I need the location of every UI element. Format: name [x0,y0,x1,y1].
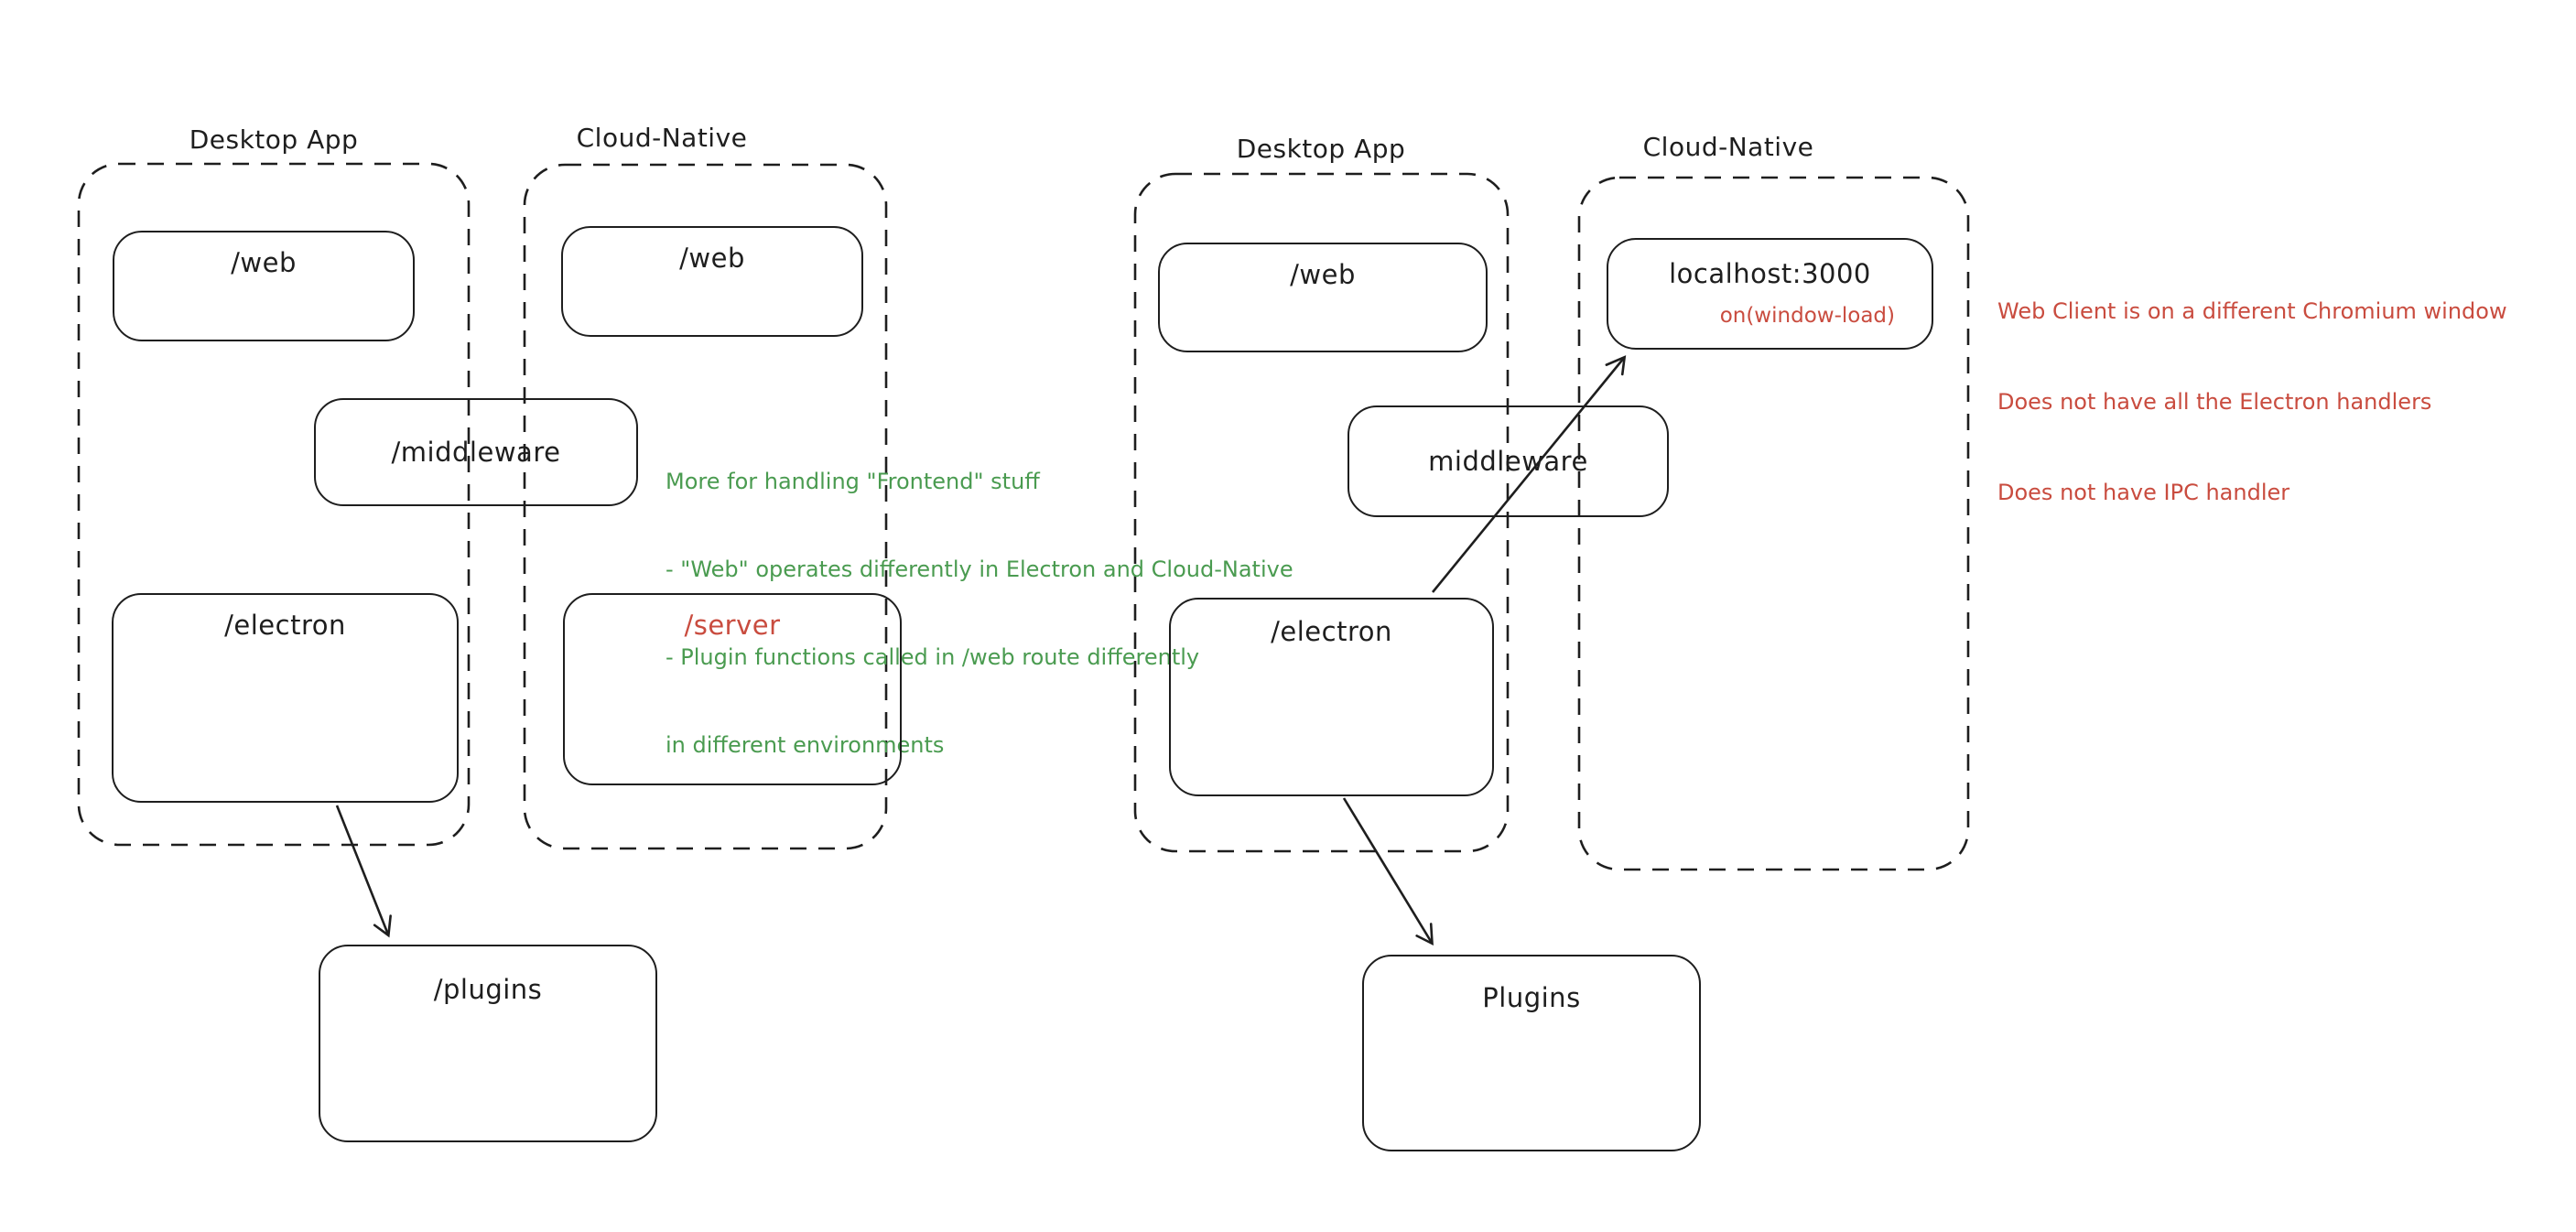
right-localhost-label: localhost:3000 [1669,258,1871,289]
right-plugins-label: Plugins [1482,982,1581,1013]
right-desktop-app-label: Desktop App [1236,134,1406,164]
left-plugins-label: /plugins [433,974,543,1005]
right-cloud-native-label: Cloud-Native [1642,132,1814,162]
left-electron-box: /electron [112,593,459,803]
green-note: More for handling "Frontend" stuff - "We… [666,408,1293,818]
red-note-line-3: Does not have IPC handler [1997,480,2290,505]
right-localhost-box: localhost:3000 on(window-load) [1607,238,1933,350]
right-cloud-native-container [1577,176,1970,871]
left-cloud-native-label: Cloud-Native [576,123,748,153]
right-middleware-label: middleware [1428,446,1588,477]
left-electron-label: /electron [224,610,346,641]
right-web-label: /web [1290,259,1356,290]
left-web-desktop-label: /web [231,247,297,278]
left-desktop-app-container [77,162,471,847]
arrow-right-electron-to-localhost [1431,355,1627,593]
left-web-desktop-box: /web [113,231,415,341]
right-plugins-box: Plugins [1362,955,1701,1151]
green-note-line-4: in different environments [666,732,945,758]
red-note: Web Client is on a different Chromium wi… [1997,236,2507,568]
arrow-left-electron-to-plugins [335,805,392,938]
red-note-line-1: Web Client is on a different Chromium wi… [1997,298,2507,324]
left-middleware-label: /middleware [391,437,561,468]
left-web-cloud-label: /web [679,243,745,274]
right-electron-box: /electron [1169,598,1494,796]
green-note-line-1: More for handling "Frontend" stuff [666,469,1040,494]
left-desktop-app-label: Desktop App [189,124,359,155]
left-plugins-box: /plugins [319,945,657,1142]
right-desktop-app-container [1133,172,1510,853]
arrow-right-electron-to-plugins [1342,797,1434,946]
right-web-box: /web [1158,243,1488,352]
left-server-box: /server [563,593,902,785]
red-note-line-2: Does not have all the Electron handlers [1997,389,2432,415]
left-middleware-box: /middleware [314,398,638,506]
on-window-load-label: on(window-load) [1719,304,1895,328]
left-server-label: /server [684,610,781,641]
left-web-cloud-box: /web [561,226,863,337]
green-note-line-3: - Plugin functions called in /web route … [666,644,1200,670]
green-note-line-2: - "Web" operates differently in Electron… [666,557,1293,582]
right-middleware-box: middleware [1348,405,1669,517]
right-electron-label: /electron [1271,616,1392,647]
left-cloud-native-container [523,163,888,850]
